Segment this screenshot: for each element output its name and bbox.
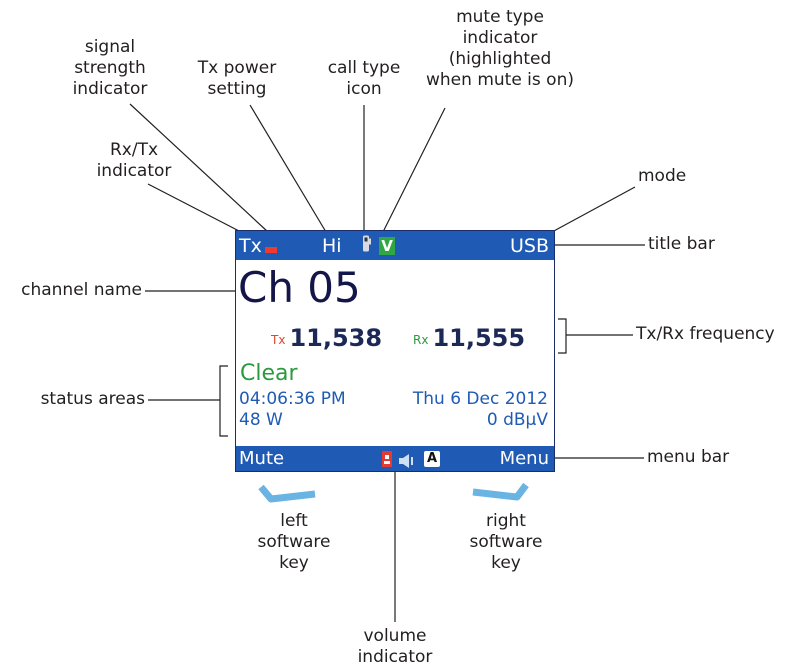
label-line: Tx power <box>197 58 277 78</box>
label-line: channel name <box>21 280 142 300</box>
label-line: mute type <box>456 7 544 27</box>
leader-rx-tx <box>147 183 242 233</box>
label-line: indicator <box>357 647 433 667</box>
label-menu-bar: menu bar <box>647 447 729 468</box>
label-line: key <box>491 553 521 573</box>
menu-bar-icons: A <box>382 449 440 468</box>
label-line: indicator <box>462 28 538 48</box>
label-line: volume <box>363 626 427 646</box>
label-mute-type: mute type indicator (highlighted when mu… <box>410 7 590 91</box>
label-line: Rx/Tx <box>109 140 159 160</box>
label-line: mode <box>638 166 687 186</box>
label-tx-power: Tx power setting <box>182 58 292 100</box>
signal-strength-icon <box>264 246 277 253</box>
status-state: Clear <box>240 361 298 386</box>
label-line: indicator <box>96 161 172 181</box>
label-line: signal <box>84 37 136 57</box>
label-status-areas: status areas <box>4 389 145 410</box>
label-line: indicator <box>72 79 148 99</box>
label-line: software <box>257 532 331 552</box>
label-mode: mode <box>638 166 718 187</box>
leader-mute-type <box>382 107 446 233</box>
tx-frequency-value: 11,538 <box>289 324 383 352</box>
rx-tx-text: Tx <box>239 234 262 257</box>
leader-freq-bracket <box>558 318 567 354</box>
status-time: 04:06:36 PM <box>239 389 346 409</box>
label-line: left <box>280 511 308 531</box>
right-softkey-marker <box>472 482 529 501</box>
menu-softkey[interactable]: Menu <box>499 447 549 469</box>
leader-status-bracket <box>219 365 228 437</box>
rx-tx-indicator: Tx <box>239 236 277 256</box>
label-line: status areas <box>40 389 145 409</box>
tx-power-setting: Hi <box>322 234 342 257</box>
status-signal-level: 0 dBµV <box>486 410 548 430</box>
label-line: strength <box>74 58 146 78</box>
label-left-key: left software key <box>244 511 344 574</box>
title-bar: Tx Hi V USB <box>236 231 554 260</box>
label-line: menu bar <box>647 447 730 467</box>
auto-icon: A <box>424 450 440 467</box>
volume-icon <box>399 452 417 468</box>
label-call-type: call type icon <box>314 58 414 100</box>
channel-name: Ch 05 <box>238 263 361 312</box>
label-line: Tx/Rx frequency <box>636 324 775 344</box>
label-channel-name: channel name <box>4 280 142 301</box>
label-volume: volume indicator <box>345 626 445 668</box>
label-line: call type <box>327 58 401 78</box>
label-rx-tx: Rx/Tx indicator <box>84 140 184 182</box>
rx-frequency-value: 11,555 <box>432 324 526 352</box>
leader-signal-strength <box>129 103 269 233</box>
mute-softkey[interactable]: Mute <box>239 447 285 469</box>
left-softkey-marker <box>258 484 316 503</box>
mute-type-indicator: V <box>379 236 395 255</box>
leader-mode <box>551 186 636 233</box>
lock-icon <box>382 451 392 467</box>
label-signal-strength: signal strength indicator <box>60 37 160 100</box>
label-line: title bar <box>648 234 715 254</box>
label-line: right <box>486 511 526 531</box>
label-line: setting <box>207 79 267 99</box>
label-title-bar: title bar <box>648 234 715 255</box>
status-date: Thu 6 Dec 2012 <box>412 389 548 409</box>
menu-bar: Mute A Menu <box>236 446 554 471</box>
label-line: software <box>469 532 543 552</box>
label-line: (highlighted <box>448 49 552 69</box>
tx-tag: Tx <box>271 333 286 347</box>
label-line: key <box>279 553 309 573</box>
label-line: when mute is on) <box>426 70 574 90</box>
label-freq: Tx/Rx frequency <box>636 324 775 345</box>
label-line: icon <box>346 79 382 99</box>
leader-tx-power <box>249 104 327 233</box>
rx-tag: Rx <box>413 333 429 347</box>
call-type-icon <box>360 234 372 257</box>
label-right-key: right software key <box>456 511 556 574</box>
mode-label: USB <box>509 234 549 257</box>
status-power: 48 W <box>239 410 283 430</box>
